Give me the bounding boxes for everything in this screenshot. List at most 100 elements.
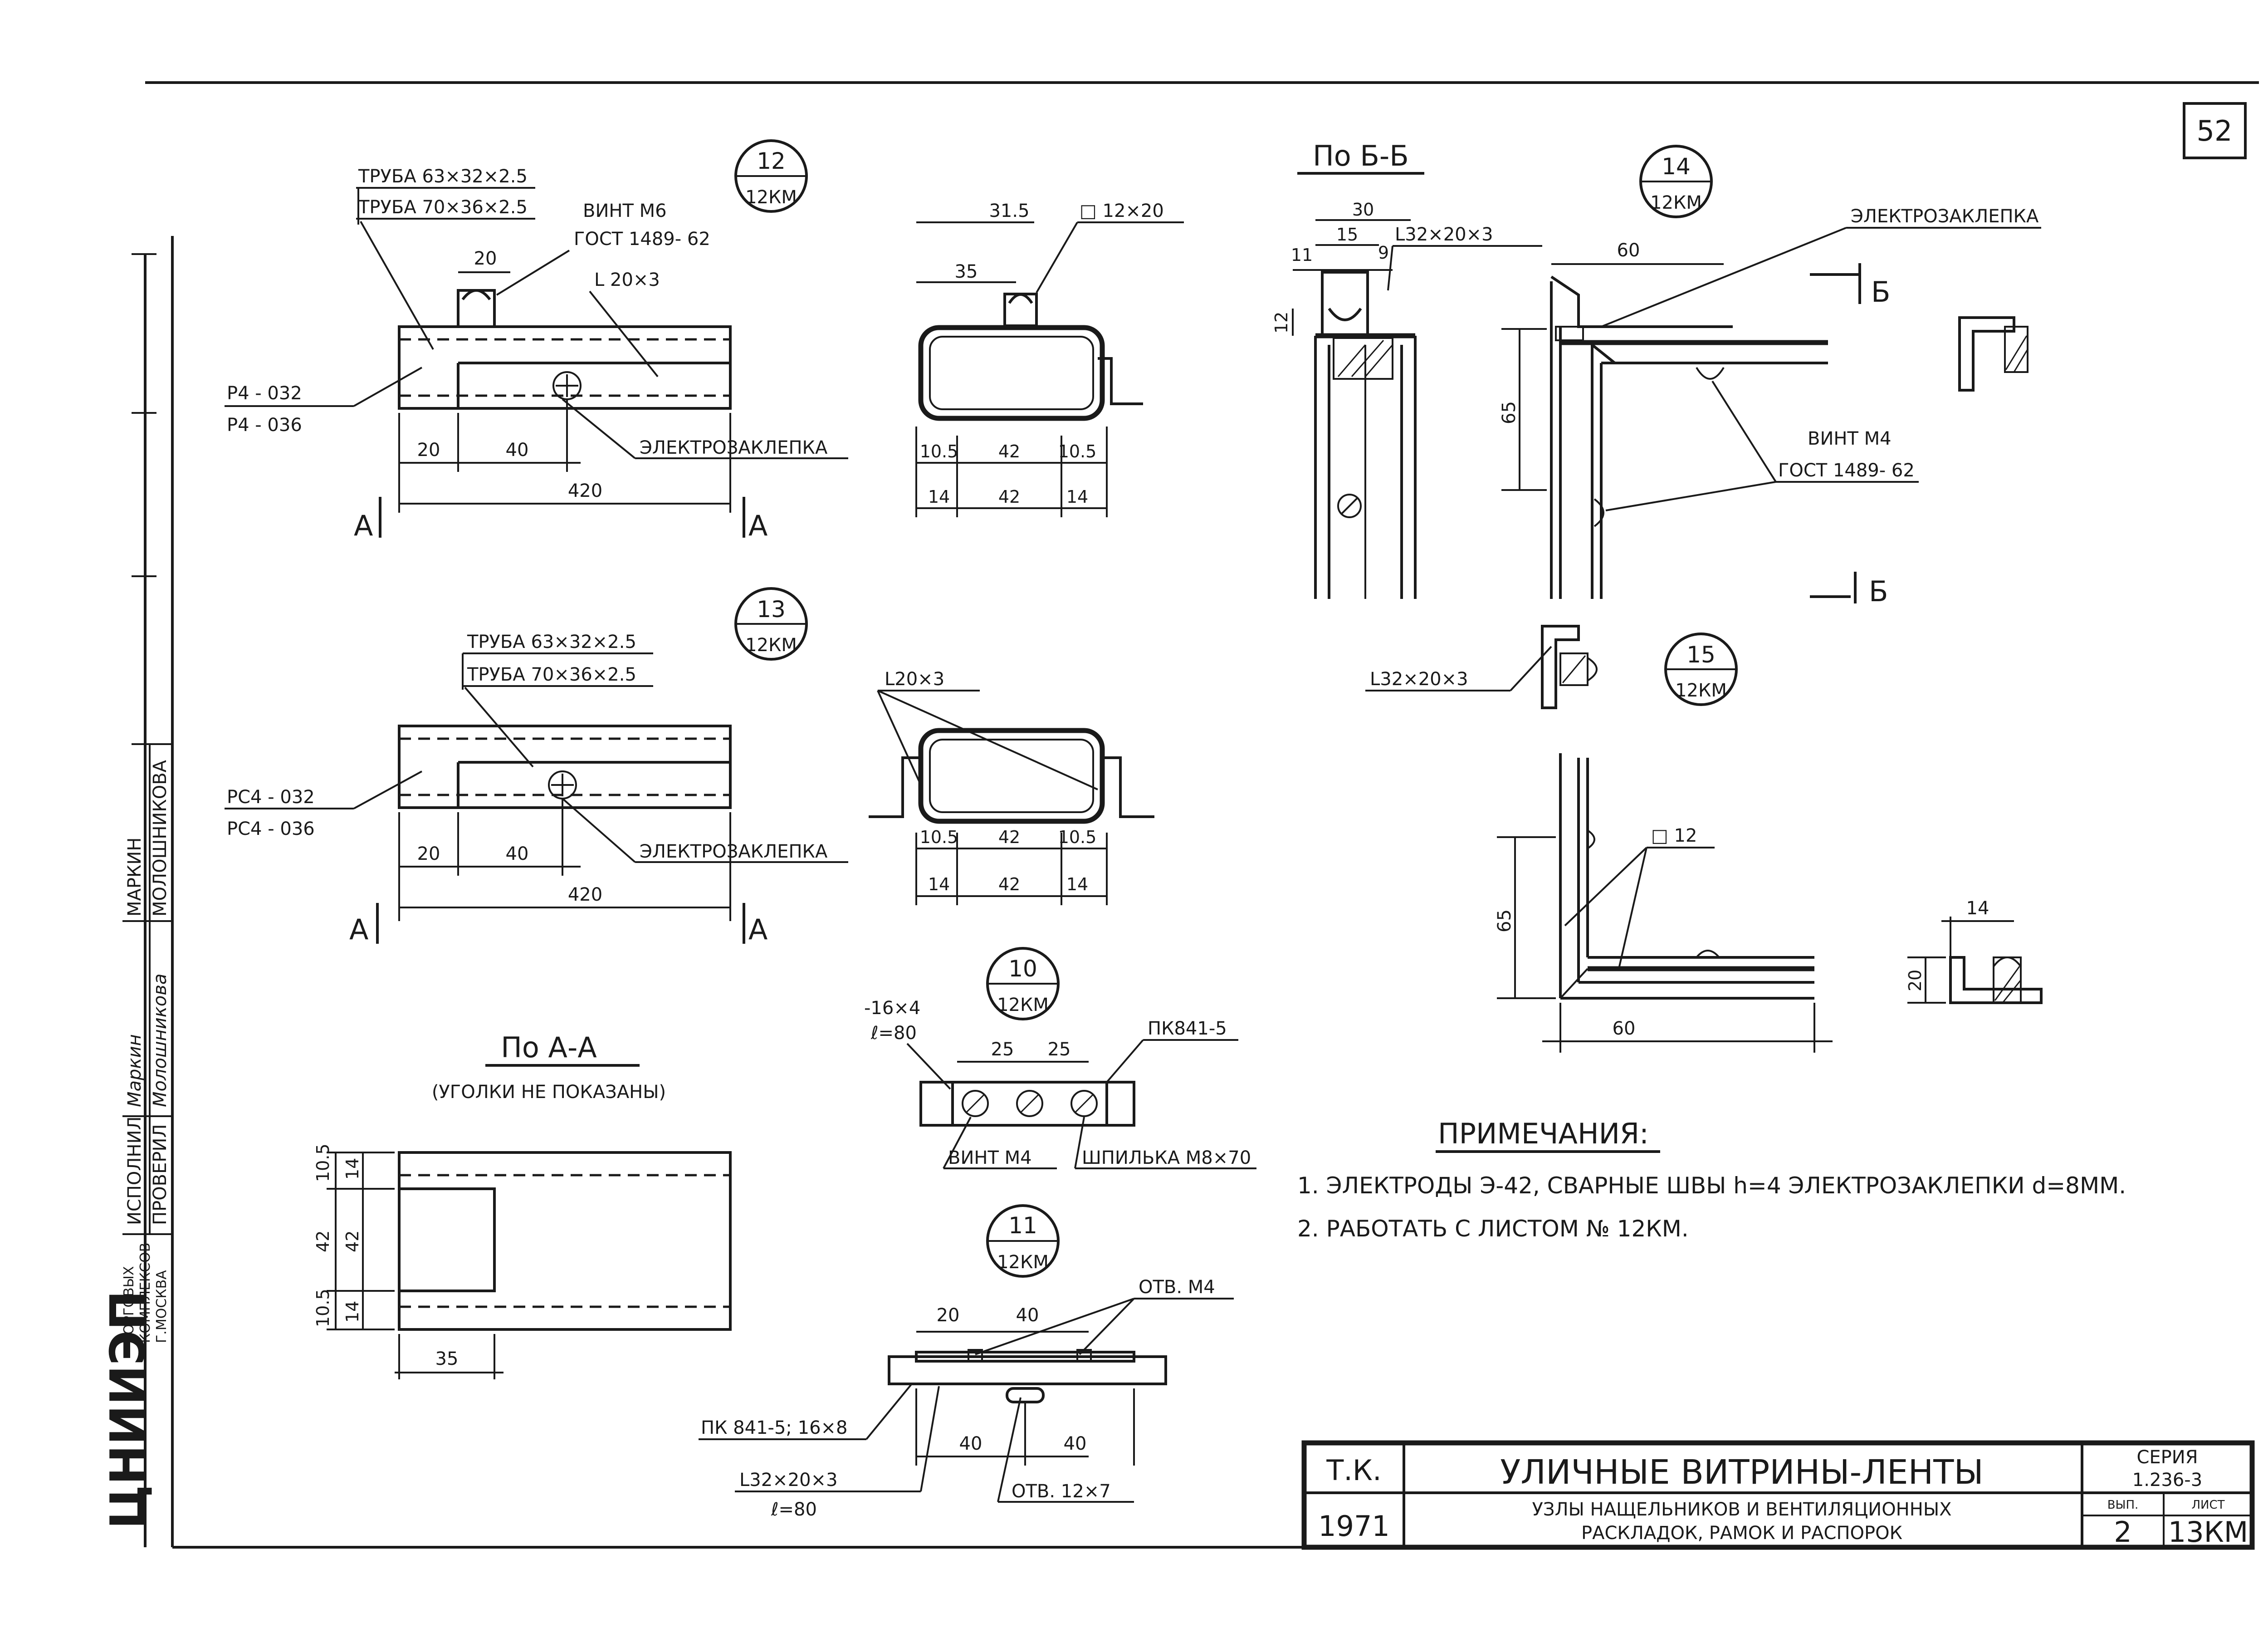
rivet-label: ЭЛЕКТРОЗАКЛЕПКА bbox=[1851, 206, 2039, 227]
tb-year: 1971 bbox=[1318, 1510, 1390, 1543]
angle-label: L32×20×3 bbox=[739, 1470, 838, 1491]
angle-label: L32×20×3 bbox=[1370, 669, 1468, 690]
svg-text:12КМ: 12КМ bbox=[997, 1252, 1049, 1273]
dim-35: 35 bbox=[955, 261, 978, 282]
tb-sheet: 13КМ bbox=[2168, 1515, 2248, 1549]
svg-text:42: 42 bbox=[998, 487, 1020, 507]
svg-text:10.5: 10.5 bbox=[920, 827, 958, 847]
svg-text:12КМ: 12КМ bbox=[1650, 192, 1702, 213]
svg-text:42: 42 bbox=[313, 1231, 333, 1252]
section-mark-b-bottom: Б bbox=[1869, 575, 1888, 608]
stamp-org: ЦНИИЭП bbox=[100, 1290, 156, 1529]
part-label-2: Р4 - 036 bbox=[227, 415, 302, 436]
section-12: 31.5 35 □ 12×20 10.5 42 10.5 14 42 14 bbox=[915, 201, 1184, 517]
dim-40: 40 bbox=[506, 843, 529, 864]
node-13: 13 12КМ ТРУБА 63×32×2.5 ТРУБА 70×36×2.5 … bbox=[225, 587, 848, 946]
stamp-name-1: МАРКИН bbox=[124, 838, 145, 917]
svg-text:42: 42 bbox=[998, 874, 1020, 894]
pk-label: ПК841-5 bbox=[1148, 1018, 1227, 1039]
svg-text:14: 14 bbox=[928, 487, 950, 507]
notes: ПРИМЕЧАНИЯ: 1. ЭЛЕКТРОДЫ Э-42, СВАРНЫЕ Ш… bbox=[1297, 1117, 2126, 1242]
node-12: 12 12КМ ТРУБА 63×32×2.5 ТРУБА 70×36×2.5 … bbox=[225, 139, 848, 542]
angle-label: L20×3 bbox=[885, 669, 944, 690]
dim-420: 420 bbox=[568, 884, 602, 905]
svg-text:42: 42 bbox=[998, 827, 1020, 847]
svg-text:13: 13 bbox=[757, 596, 786, 623]
node-11-bubble: 11 12КМ bbox=[986, 1204, 1060, 1278]
svg-text:12КМ: 12КМ bbox=[997, 995, 1049, 1015]
dim-31-5: 31.5 bbox=[989, 201, 1029, 221]
tb-series-label: СЕРИЯ bbox=[2136, 1447, 2198, 1468]
svg-text:20: 20 bbox=[937, 1305, 960, 1326]
stamp-signature-2: Молошникова bbox=[150, 974, 171, 1108]
angle-length: ℓ=80 bbox=[771, 1499, 817, 1520]
node-11: 11 12КМ ОТВ. М4 20 40 ПК 841-5; 16×8 40 … bbox=[699, 1204, 1234, 1520]
svg-text:10: 10 bbox=[1008, 956, 1037, 982]
plate-label: □ 12 bbox=[1651, 825, 1697, 846]
svg-text:35: 35 bbox=[435, 1348, 459, 1369]
dim-20-top: 20 bbox=[474, 248, 497, 269]
screw-label: ВИНТ М6 bbox=[583, 201, 667, 221]
svg-text:42: 42 bbox=[998, 441, 1020, 461]
svg-text:10.5: 10.5 bbox=[1058, 441, 1097, 461]
svg-text:65: 65 bbox=[1499, 401, 1520, 424]
view-title: По Б-Б bbox=[1313, 139, 1409, 172]
svg-text:25: 25 bbox=[991, 1039, 1014, 1060]
svg-text:42: 42 bbox=[342, 1231, 362, 1252]
stamp-name-2: МОЛОШНИКОВА bbox=[150, 760, 171, 917]
pipe-label-2: ТРУБА 70×36×2.5 bbox=[467, 664, 636, 685]
node-15-bubble: 15 12КМ bbox=[1664, 633, 1738, 706]
svg-text:65: 65 bbox=[1494, 909, 1515, 932]
title-block: Т.К. 1971 УЛИЧНЫЕ ВИТРИНЫ-ЛЕНТЫ УЗЛЫ НАЩ… bbox=[1301, 1440, 2255, 1550]
section-mark-a-left: А bbox=[349, 913, 368, 946]
svg-text:14: 14 bbox=[928, 874, 950, 894]
svg-text:14: 14 bbox=[342, 1158, 362, 1180]
slot-label: ОТВ. 12×7 bbox=[1012, 1481, 1111, 1502]
section-mark-a-left: А bbox=[354, 509, 373, 542]
svg-text:60: 60 bbox=[1617, 240, 1640, 261]
screw-std: ГОСТ 1489- 62 bbox=[1778, 460, 1915, 481]
pipe-label-1: ТРУБА 63×32×2.5 bbox=[358, 166, 528, 187]
plate-label: -16×4 bbox=[864, 998, 920, 1019]
svg-text:11: 11 bbox=[1008, 1212, 1037, 1239]
node-10: 10 12КМ -16×4 ℓ=80 25 25 ПК841-5 ВИНТ М4… bbox=[864, 947, 1256, 1169]
note-1: 1. ЭЛЕКТРОДЫ Э-42, СВАРНЫЕ ШВЫ h=4 ЭЛЕКТ… bbox=[1297, 1172, 2126, 1199]
svg-text:40: 40 bbox=[1064, 1433, 1087, 1454]
dim-20: 20 bbox=[417, 440, 440, 461]
svg-text:30: 30 bbox=[1352, 200, 1374, 220]
view-title: По А-А bbox=[501, 1031, 596, 1064]
stamp-org-sub-2: КОМПЛЕКСОВ bbox=[137, 1243, 153, 1343]
svg-text:25: 25 bbox=[1048, 1039, 1071, 1060]
svg-text:10.5: 10.5 bbox=[1058, 827, 1097, 847]
svg-text:14: 14 bbox=[1966, 898, 1989, 919]
tb-issue: 2 bbox=[2114, 1515, 2131, 1549]
plate-label: □ 12×20 bbox=[1080, 201, 1164, 221]
tb-subtitle-2: РАСКЛАДОК, РАМОК И РАСПОРОК bbox=[1581, 1523, 1902, 1544]
screw-std: ГОСТ 1489- 62 bbox=[574, 229, 710, 250]
view-a-a: По А-А (УГОЛКИ НЕ ПОКАЗАНЫ) 10.5 14 42 4… bbox=[313, 1031, 732, 1379]
svg-text:15: 15 bbox=[1686, 642, 1716, 668]
stamp-org-sub-3: Г.МОСКВА bbox=[154, 1270, 170, 1343]
plate-length: ℓ=80 bbox=[870, 1023, 917, 1044]
node-14: 14 12КМ ЭЛЕКТРОЗАКЛЕПКА 60 65 ВИНТ М4 ГО… bbox=[1499, 145, 2041, 608]
note-2: 2. РАБОТАТЬ С ЛИСТОМ № 12КМ. bbox=[1297, 1216, 1689, 1242]
stamp-role-2: ПРОВЕРИЛ bbox=[150, 1124, 171, 1225]
tb-title: УЛИЧНЫЕ ВИТРИНЫ-ЛЕНТЫ bbox=[1500, 1453, 1984, 1492]
node-14-bubble: 14 12КМ bbox=[1639, 145, 1713, 218]
tb-sheet-label: ЛИСТ bbox=[2191, 1498, 2224, 1512]
svg-text:60: 60 bbox=[1613, 1018, 1636, 1039]
node-13-bubble: 13 12КМ bbox=[734, 587, 808, 661]
node-10-bubble: 10 12КМ bbox=[986, 947, 1060, 1020]
svg-text:15: 15 bbox=[1336, 225, 1358, 245]
tb-issue-label: ВЫП. bbox=[2107, 1498, 2139, 1512]
svg-text:12: 12 bbox=[1271, 312, 1291, 333]
left-stamp: МАРКИН МОЛОШНИКОВА Маркин Молошникова ИС… bbox=[100, 253, 172, 1547]
svg-text:14: 14 bbox=[342, 1301, 362, 1323]
node-15: 15 12КМ L32×20×3 □ 12 65 60 14 bbox=[1365, 625, 2043, 1053]
tb-series: 1.236-3 bbox=[2132, 1470, 2202, 1491]
section-mark-a-right: А bbox=[748, 509, 767, 542]
stamp-org-sub-1: ТОРГОВЫХ bbox=[121, 1266, 137, 1344]
view-subtitle: (УГОЛКИ НЕ ПОКАЗАНЫ) bbox=[432, 1082, 666, 1103]
dim-420: 420 bbox=[568, 481, 602, 501]
